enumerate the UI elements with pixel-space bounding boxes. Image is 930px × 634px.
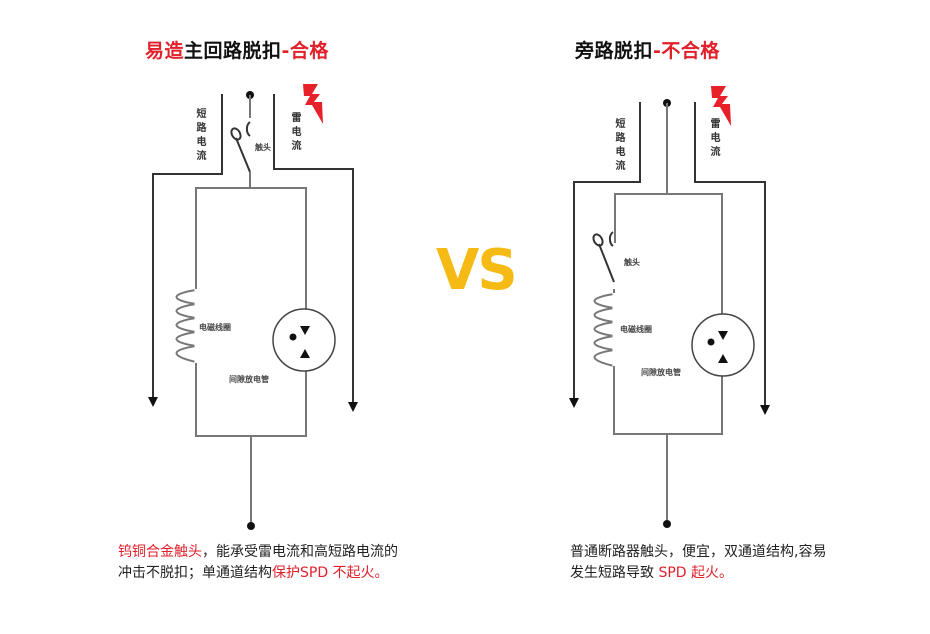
left-switch-pivot	[230, 127, 242, 141]
left-switch-blade	[235, 137, 251, 173]
left-gas-discharge-tube-icon	[272, 308, 336, 372]
right-bottom-terminal	[663, 520, 671, 528]
left-bottom-terminal	[247, 522, 255, 530]
left-title-main: 主回路脱扣	[184, 40, 282, 62]
left-label-lightning: 雷电流	[289, 112, 300, 154]
right-lightning-path	[694, 102, 766, 405]
right-arrow-down-right	[760, 405, 770, 415]
right-label-lightning: 雷电流	[708, 118, 719, 160]
right-description: 普通断路器触头，便宜，双通道结构,容易发生短路导致 SPD 起火。	[570, 542, 840, 584]
right-switch-blade	[598, 243, 615, 283]
right-title-verdict: -不合格	[653, 40, 720, 62]
left-desc-highlight-2: 保护SPD 不起火。	[272, 565, 389, 581]
right-gas-discharge-tube-icon	[691, 313, 755, 377]
left-desc-body: ，能承受雷电流和高短路电流的冲击不脱扣；单通道结构	[118, 544, 398, 581]
right-circuit	[569, 86, 770, 528]
left-label-gap-tube: 间隙放电管	[229, 375, 269, 384]
right-label-contact: 触头	[624, 258, 640, 267]
left-arrow-down-right	[348, 402, 358, 412]
right-title-main: 旁路脱扣	[575, 40, 654, 62]
left-title: 易造主回路脱扣-合格	[145, 36, 329, 63]
right-desc-body: 普通断路器触头，便宜，双通道结构,容易发生短路导致	[570, 544, 827, 581]
right-inner-loop	[613, 193, 723, 435]
left-contact-arc	[245, 121, 251, 137]
left-title-brand: 易造	[145, 40, 185, 62]
left-arrow-down-left	[148, 397, 158, 407]
right-label-gap-tube: 间隙放电管	[641, 368, 681, 377]
left-short-circuit-path	[152, 94, 223, 397]
right-short-circuit-path	[573, 102, 641, 398]
left-lightning-path	[273, 94, 354, 402]
right-label-short-circuit: 短路电流	[613, 118, 624, 174]
left-description: 钨铜合金触头，能承受雷电流和高短路电流的冲击不脱扣；单通道结构保护SPD 不起火…	[118, 542, 398, 584]
right-arrow-down-left	[569, 398, 579, 408]
left-label-contact: 触头	[255, 143, 271, 152]
right-lightning-bolt-icon	[711, 86, 731, 126]
vs-label: VS	[436, 238, 518, 303]
right-contact-arc	[608, 231, 614, 247]
left-label-coil: 电磁线圈	[199, 323, 231, 332]
right-title: 旁路脱扣-不合格	[575, 36, 720, 63]
left-circuit	[148, 84, 358, 530]
left-desc-highlight-1: 钨铜合金触头	[118, 544, 202, 560]
right-coil-icon	[593, 293, 615, 367]
left-label-short-circuit: 短路电流	[194, 108, 205, 164]
left-title-verdict: -合格	[281, 40, 329, 62]
left-coil-icon	[175, 289, 197, 363]
right-desc-highlight: SPD 起火。	[658, 565, 734, 581]
right-switch-pivot	[592, 233, 604, 247]
left-lightning-bolt-icon	[303, 84, 323, 124]
right-label-coil: 电磁线圈	[620, 325, 652, 334]
